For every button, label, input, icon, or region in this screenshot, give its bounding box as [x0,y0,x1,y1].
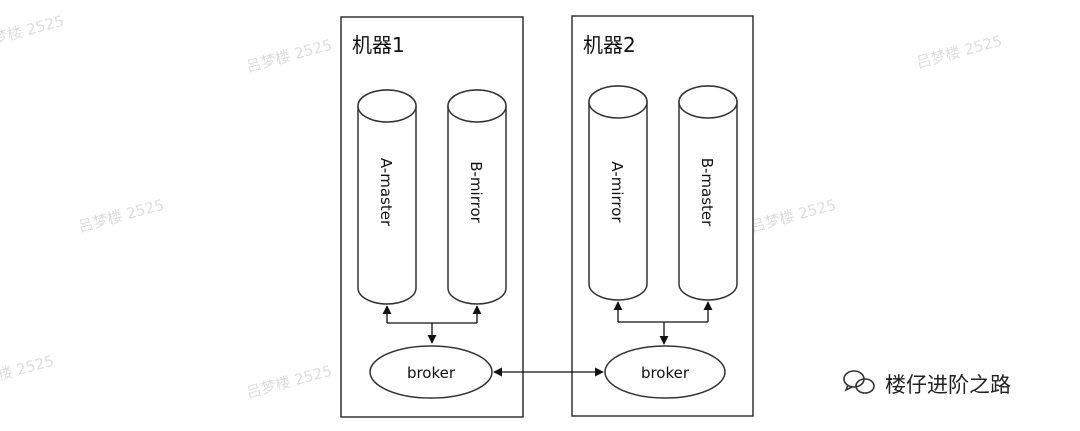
queue-label: A-mirror [608,161,626,223]
broker-label: broker [641,364,690,382]
watermark: 吕梦楼 2525 [76,196,166,236]
watermark: 吕梦楼 2525 [0,12,66,52]
wechat-icon [843,370,875,394]
broker-node: broker [369,345,493,399]
queue-label: B-mirror [467,161,485,223]
broker-label: broker [407,364,456,382]
watermark: 吕梦楼 2525 [748,196,838,236]
queue-cylinder: B-master [678,85,738,301]
machine-1: 机器1 A-master B-mirror broker [340,16,524,418]
broker-connectors [613,301,713,345]
queue-cylinder: B-mirror [447,89,507,305]
watermark: 吕梦楼 2525 [0,352,56,392]
machine-label: 机器2 [583,33,636,57]
queue-cylinder: A-mirror [588,85,648,301]
machine-2: 机器2 A-mirror B-master broker [571,15,754,417]
watermark: 吕梦楼 2525 [244,362,334,402]
broker-node: broker [604,345,726,399]
watermark: 吕梦楼 2525 [244,36,334,76]
machine-label: 机器1 [352,33,405,57]
footer-branding: 楼仔进阶之路 [843,370,1011,397]
broker-connectors [382,305,482,344]
queue-label: A-master [377,158,395,227]
queue-label: B-master [698,158,716,227]
watermark: 吕梦楼 2525 [914,32,1004,72]
footer-text: 楼仔进阶之路 [885,373,1011,397]
queue-cylinder: A-master [357,89,417,305]
